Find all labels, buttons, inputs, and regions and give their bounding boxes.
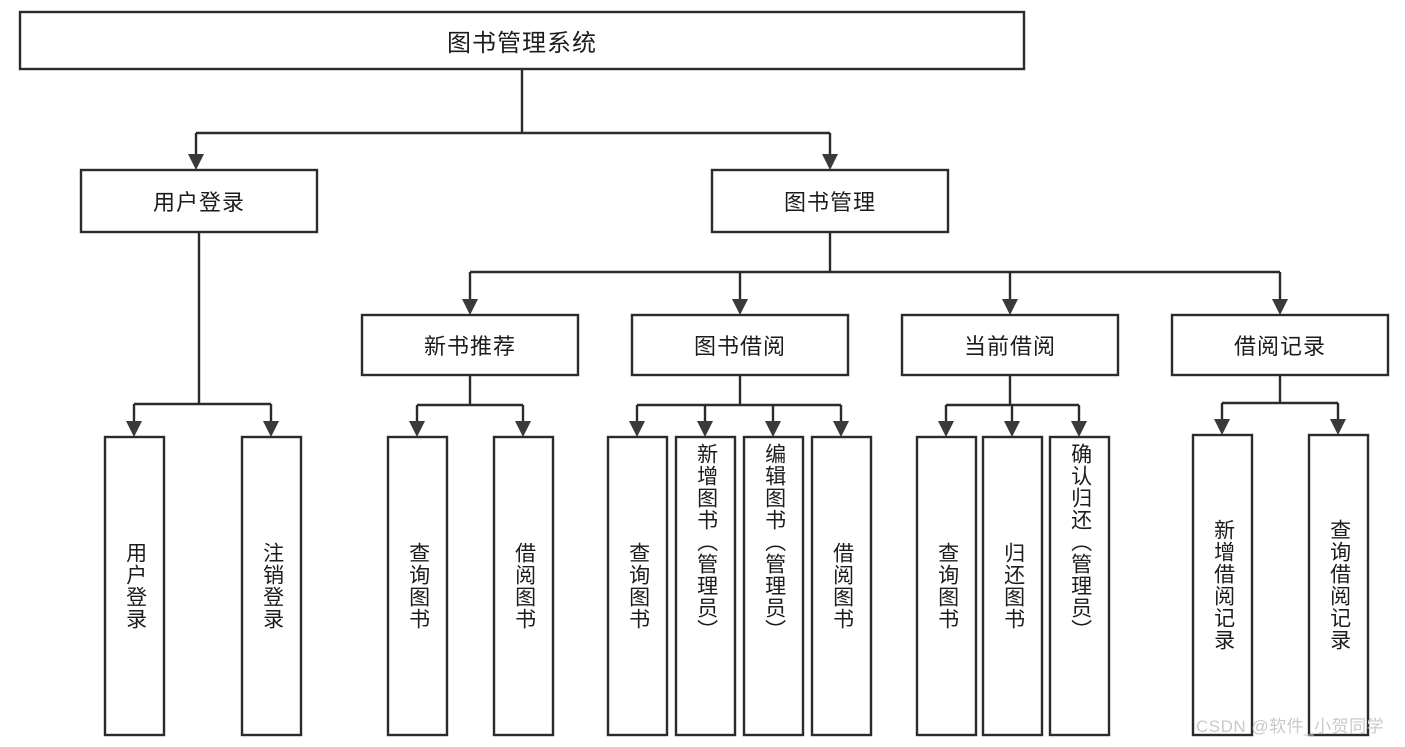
- arrow-query-book-1: [409, 421, 425, 437]
- edge-group-bookborrow-to-leaves: [629, 375, 849, 437]
- node-box-book-borrow[interactable]: [630, 313, 850, 377]
- arrow-query-record: [1330, 419, 1346, 435]
- arrow-borrow-book-2: [833, 421, 849, 437]
- arrow-borrow-book-1: [515, 421, 531, 437]
- arrow-return-book: [1004, 421, 1020, 437]
- edge-group-newbook-to-leaves: [409, 375, 531, 437]
- arrow-edit-book: [765, 421, 781, 437]
- arrow-leaf-user-login: [126, 421, 142, 437]
- node-box-current-borrow[interactable]: [900, 313, 1120, 377]
- edge-group-borrowrecord-to-leaves: [1214, 375, 1346, 435]
- node-box-leaf-user-login[interactable]: [103, 435, 166, 737]
- node-box-leaf-confirm-return[interactable]: [1048, 435, 1111, 737]
- node-box-user-login[interactable]: [79, 168, 319, 234]
- arrow-book-manage: [822, 154, 838, 170]
- arrow-user-login: [188, 154, 204, 170]
- arrow-current-borrow: [1002, 299, 1018, 315]
- edge-group-currentborrow-to-leaves: [938, 375, 1087, 437]
- edge-group-userlogin-to-leaves: [126, 232, 279, 437]
- node-box-leaf-edit-book[interactable]: [742, 435, 805, 737]
- node-box-root[interactable]: [18, 10, 1026, 71]
- node-box-book-manage[interactable]: [710, 168, 950, 234]
- edge-group-bookmanage-to-level3: [462, 232, 1288, 315]
- arrow-leaf-logout: [263, 421, 279, 437]
- arrow-add-book: [697, 421, 713, 437]
- node-box-leaf-borrow-book-1[interactable]: [492, 435, 555, 737]
- node-box-leaf-add-book[interactable]: [674, 435, 737, 737]
- node-box-leaf-logout[interactable]: [240, 435, 303, 737]
- arrow-borrow-record: [1272, 299, 1288, 315]
- arrow-query-book-2: [629, 421, 645, 437]
- node-box-leaf-borrow-book-2[interactable]: [810, 435, 873, 737]
- arrow-query-book-3: [938, 421, 954, 437]
- node-box-leaf-query-book-2[interactable]: [606, 435, 669, 737]
- node-box-leaf-query-book-3[interactable]: [915, 435, 978, 737]
- node-box-leaf-return-book[interactable]: [981, 435, 1044, 737]
- node-box-leaf-add-record[interactable]: [1191, 433, 1254, 737]
- arrow-add-record: [1214, 419, 1230, 435]
- arrow-new-book-rec: [462, 299, 478, 315]
- arrow-confirm-return: [1071, 421, 1087, 437]
- edge-group-root-to-level2: [188, 69, 838, 170]
- node-box-leaf-query-book-1[interactable]: [386, 435, 449, 737]
- node-box-new-book-rec[interactable]: [360, 313, 580, 377]
- node-box-borrow-record[interactable]: [1170, 313, 1390, 377]
- node-box-leaf-query-record[interactable]: [1307, 433, 1370, 737]
- arrow-book-borrow: [732, 299, 748, 315]
